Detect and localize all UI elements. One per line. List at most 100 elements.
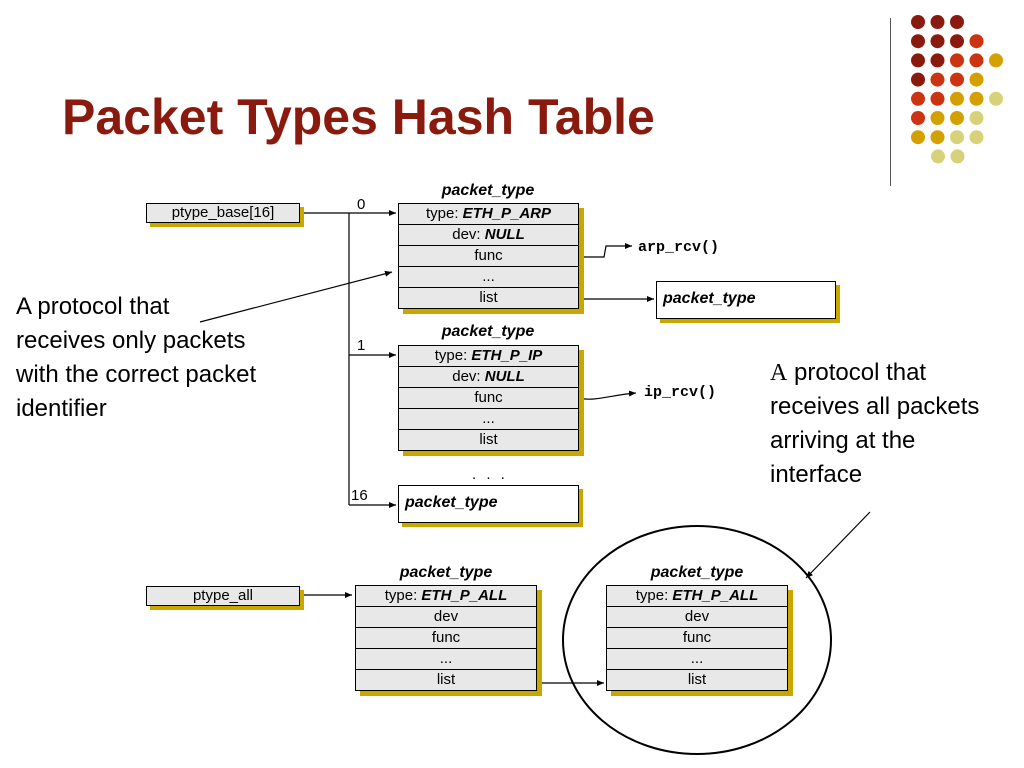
decorative-dot [969,91,984,106]
decorative-dot [911,53,925,68]
bucket-ellipsis: . . . [472,466,508,483]
field-dots: ... [607,649,787,670]
decorative-dot [969,53,984,68]
arp-func-arrow [578,243,632,258]
decorative-dot [969,130,984,145]
left-annotation: A protocol that receives only packets wi… [16,290,256,426]
decorative-dot [911,130,925,145]
arp-rcv-label: arp_rcv() [638,239,720,256]
field-dev-value: NULL [484,368,525,385]
decorative-dot [969,34,984,49]
field-dev: dev: NULL [399,367,578,388]
struct-title-ip: packet_type [441,323,535,340]
right-annotation-initial: A [770,360,788,386]
field-func: func [356,628,536,649]
decorative-dot [930,91,945,106]
packet-type-struct-arp: type: ETH_P_ARP dev: NULL func ... list [398,203,579,309]
right-annotation-text: protocol that [787,359,927,386]
ip-func-arrow [577,390,637,400]
field-list: list [479,289,498,306]
field-type: type: ETH_P_ARP [399,204,578,225]
decorative-dot [930,72,945,87]
decorative-dot [950,53,964,68]
field-dev-prefix: dev: [452,226,485,243]
field-func: func [607,628,787,649]
decorative-dot [911,15,925,29]
decorative-dot [911,34,925,49]
decorative-dot [930,111,945,125]
field-dev: dev: NULL [399,225,578,246]
bucket-index-0: 0 [357,196,366,213]
field-type: type: ETH_P_IP [399,346,578,367]
decorative-dot [950,34,964,49]
ip-rcv-label: ip_rcv() [644,384,717,401]
struct-title-all-2: packet_type [650,564,744,581]
decorative-dot [911,72,925,87]
decorative-dot-grid [911,15,1003,164]
decorative-dot [931,149,945,164]
decorative-dot [950,91,964,106]
field-type-prefix: type: [384,587,422,604]
field-dev: dev [607,607,787,628]
decorative-dot [950,130,964,145]
decorative-dot [950,15,964,29]
decorative-dot [950,111,964,125]
left-annotation-line: receives only packets [16,327,246,354]
packet-type-struct-ip: type: ETH_P_IP dev: NULL func ... list [398,345,579,451]
highlight-ellipse [562,525,832,755]
field-func: func [399,246,578,267]
decorative-dot [911,91,925,106]
struct-title-all-1: packet_type [399,564,493,581]
ptype-base-box: ptype_base[16] [146,203,300,223]
packet-type-struct-all-1: type: ETH_P_ALL dev func ... list [355,585,537,691]
left-annotation-line: identifier [16,395,107,422]
packet-type-box-arp-next: packet_type [656,281,836,319]
packet-type-box-bucket16: packet_type [398,485,579,523]
field-dots: ... [399,267,578,288]
field-list: list [436,671,456,688]
left-annotation-line: A protocol that [16,293,170,320]
field-dev: dev [356,607,536,628]
left-note-arrow [199,270,393,323]
right-annotation: A protocol that receives all packets arr… [770,356,979,492]
bucket-index-16: 16 [351,487,368,504]
packet-type-struct-all-2: type: ETH_P_ALL dev func ... list [606,585,788,691]
right-note-arrow [805,511,871,579]
field-type-prefix: type: [425,205,463,222]
decorative-dot [930,15,945,29]
decorative-dot [989,53,1003,68]
field-type-value: ETH_P_ALL [672,587,759,604]
decorative-dot [930,53,945,68]
decorative-dot [930,130,945,145]
field-type-prefix: type: [635,587,673,604]
field-list: list [687,671,707,688]
field-func: func [399,388,578,409]
decorative-divider [890,18,891,186]
field-type-prefix: type: [434,347,472,364]
field-type: type: ETH_P_ALL [356,586,536,607]
decorative-dot [911,111,925,125]
right-annotation-line: arriving at the [770,427,916,454]
ptype-all-box: ptype_all [146,586,300,606]
field-dev-prefix: dev: [452,368,485,385]
decorative-dot [969,111,984,125]
decorative-dot [950,72,964,87]
struct-title-arp: packet_type [441,182,535,199]
field-type-value: ETH_P_ARP [462,205,552,222]
field-dots: ... [356,649,536,670]
field-type-value: ETH_P_IP [471,347,543,364]
right-annotation-line: A protocol that [770,356,979,390]
right-annotation-line: interface [770,461,863,488]
field-dev-value: NULL [484,226,525,243]
right-annotation-line: receives all packets [770,393,980,420]
decorative-dot [989,91,1003,106]
decorative-dot [969,72,984,87]
field-type: type: ETH_P_ALL [607,586,787,607]
bucket-index-1: 1 [357,337,366,354]
left-annotation-line: with the correct packet [16,361,257,388]
decorative-dot [930,34,945,49]
slide-title: Packet Types Hash Table [62,89,655,145]
field-type-value: ETH_P_ALL [421,587,508,604]
